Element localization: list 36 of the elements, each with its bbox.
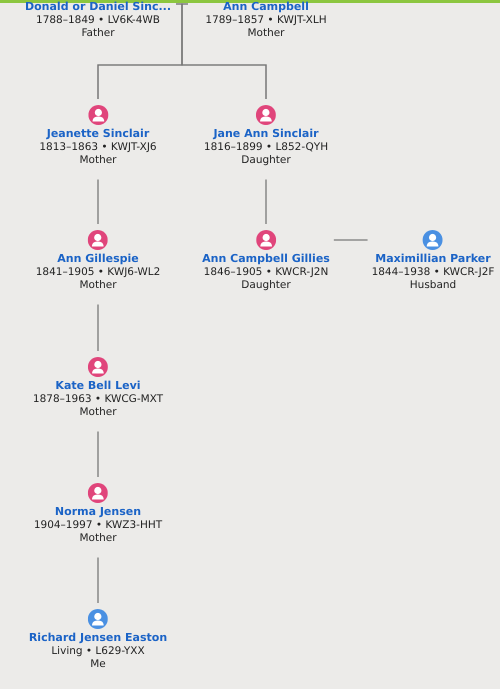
relationship-label: Daughter [240, 279, 292, 292]
life-dates: Living • L629-YXX [50, 644, 146, 658]
life-dates: 1844–1938 • KWCR-J2F [372, 266, 494, 279]
relationship-label: Mother [246, 27, 286, 40]
person-name: Jeanette Sinclair [45, 127, 150, 140]
life-dates: 1846–1905 • KWCR-J2N [202, 266, 330, 279]
life-dates: 1788–1849 • LV6K-4WB [35, 14, 161, 27]
person-name: Ann Gillespie [56, 252, 140, 266]
person-name: Jane Ann Sinclair [212, 127, 320, 140]
connector-line [334, 239, 368, 241]
life-dates: 1789–1857 • KWJT-XLH [204, 14, 328, 27]
connector-line [97, 304, 99, 351]
relationship-label: Mother [78, 154, 118, 168]
relationship-label: Mother [78, 532, 118, 546]
life-dates: 1904–1997 • KWZ3-HHT [34, 518, 162, 532]
connector-line [97, 432, 99, 477]
life-dates: 1813–1863 • KWJT-XJ6 [39, 140, 157, 154]
life-dates: 1841–1905 • KWJ6-WL2 [36, 266, 160, 279]
person-name: Richard Jensen Easton [28, 631, 168, 644]
person-name: Norma Jensen [54, 505, 142, 518]
relationship-label: Mother [78, 406, 118, 420]
relationship-label: Father [80, 27, 116, 40]
connector-line [97, 180, 99, 224]
connector-line [97, 558, 99, 603]
person-name: Ann Campbell Gillies [202, 252, 330, 266]
relationship-label: Daughter [240, 154, 292, 168]
person-name: Ann Campbell [222, 0, 310, 14]
person-name: Maximillian Parker [374, 252, 492, 266]
life-dates: 1816–1899 • L852-QYH [204, 140, 328, 154]
connector-line [265, 180, 267, 224]
life-dates: 1878–1963 • KWCG-MXT [32, 392, 164, 406]
person-name: Donald or Daniel Sinc... [24, 0, 172, 14]
relationship-label: Mother [78, 279, 118, 292]
relationship-label: Husband [408, 279, 458, 292]
relationship-label: Me [89, 658, 107, 672]
person-name: Kate Bell Levi [54, 379, 142, 392]
